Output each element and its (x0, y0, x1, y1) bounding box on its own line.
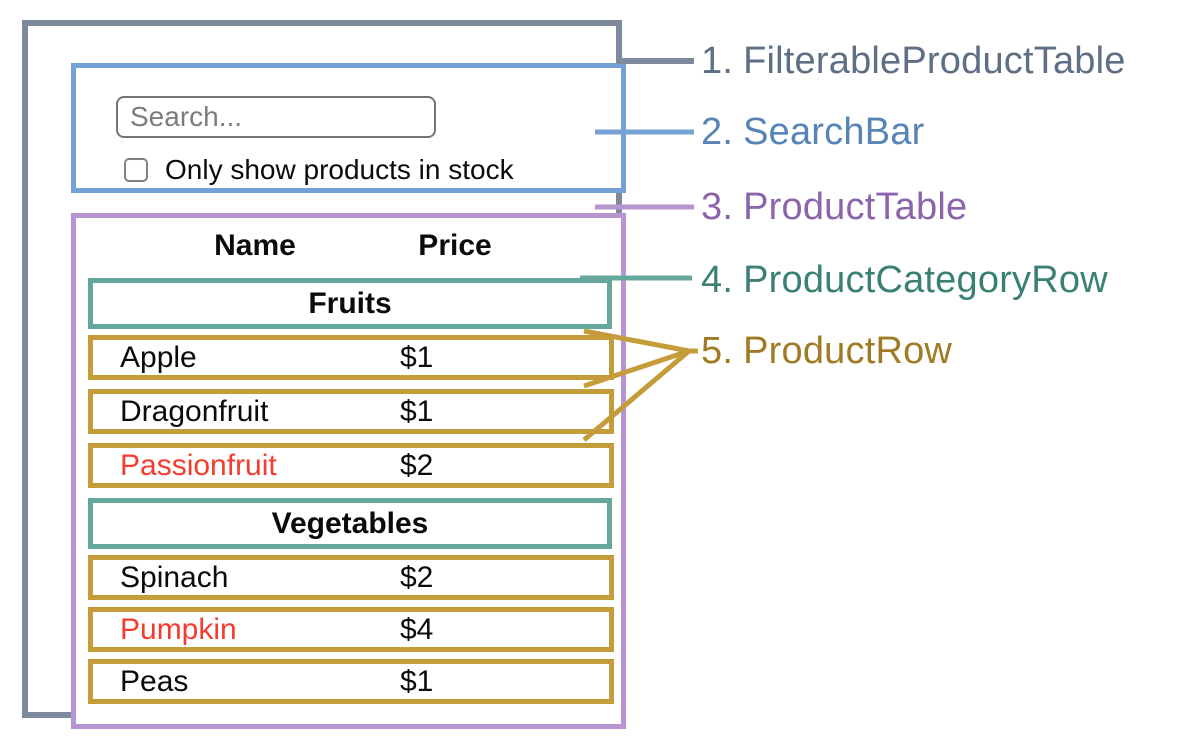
legend-label: ProductTable (743, 186, 968, 228)
product-table-box: Name Price Fruits Apple $1 Dragonfruit $… (71, 213, 626, 729)
legend-label: SearchBar (743, 111, 925, 153)
product-name: Dragonfruit (120, 395, 269, 428)
legend-number: 5. (701, 330, 734, 372)
product-row-apple: Apple $1 (88, 335, 614, 380)
product-row-peas: Peas $1 (88, 659, 614, 704)
product-category-row-fruits: Fruits (88, 278, 612, 329)
product-category-row-vegetables: Vegetables (88, 498, 612, 549)
product-row-pumpkin: Pumpkin $4 (88, 607, 614, 652)
product-name-out-of-stock: Pumpkin (120, 613, 237, 646)
legend-number: 3. (701, 186, 734, 228)
product-price: $2 (400, 561, 434, 594)
legend-item-search-bar: 2.SearchBar (701, 110, 924, 154)
product-name-out-of-stock: Passionfruit (120, 449, 277, 482)
product-row-passionfruit: Passionfruit $2 (88, 443, 614, 488)
column-header-name: Name (214, 229, 296, 262)
product-price: $2 (400, 449, 434, 482)
search-bar-box: Only show products in stock (71, 63, 626, 193)
legend-number: 4. (701, 259, 734, 301)
legend-label: ProductRow (743, 330, 953, 372)
product-name: Peas (120, 665, 189, 698)
product-price: $4 (400, 613, 434, 646)
category-label: Fruits (308, 286, 392, 320)
filterable-product-table-box: Only show products in stock Name Price F… (22, 20, 626, 729)
product-price: $1 (400, 341, 434, 374)
legend-item-filterable-product-table: 1.FilterableProductTable (701, 39, 1126, 83)
product-row-spinach: Spinach $2 (88, 555, 614, 600)
search-input[interactable] (116, 96, 436, 138)
legend-number: 2. (701, 111, 734, 153)
in-stock-checkbox[interactable] (124, 158, 148, 182)
in-stock-checkbox-label: Only show products in stock (165, 154, 514, 185)
legend-label: ProductCategoryRow (743, 259, 1108, 301)
product-row-dragonfruit: Dragonfruit $1 (88, 389, 614, 434)
column-header-price: Price (418, 229, 492, 262)
product-price: $1 (400, 665, 434, 698)
category-label: Vegetables (271, 506, 429, 540)
legend-label: FilterableProductTable (743, 40, 1126, 82)
product-name: Apple (120, 341, 197, 374)
in-stock-filter: Only show products in stock (124, 155, 514, 185)
legend-item-product-category-row: 4.ProductCategoryRow (701, 258, 1108, 302)
legend-item-product-row: 5.ProductRow (701, 329, 952, 373)
legend-item-product-table: 3.ProductTable (701, 185, 967, 229)
product-price: $1 (400, 395, 434, 428)
legend-number: 1. (701, 40, 734, 82)
product-name: Spinach (120, 561, 229, 594)
